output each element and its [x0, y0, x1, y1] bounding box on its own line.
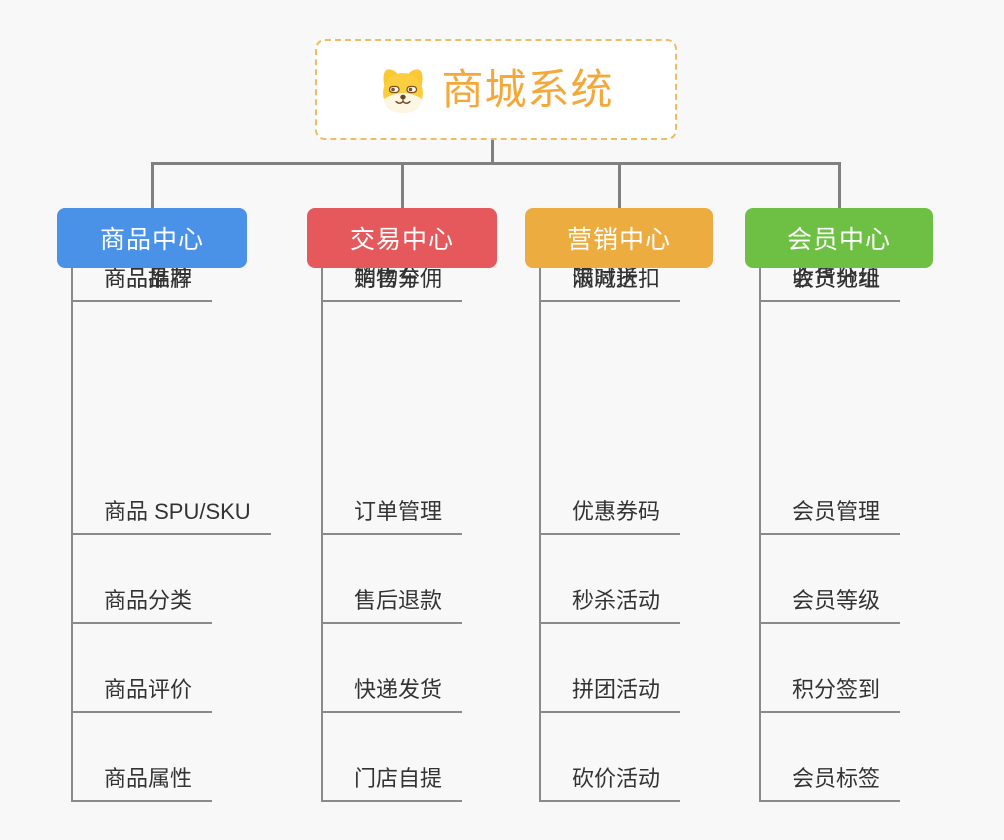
connector-drop-marketing: [618, 162, 621, 209]
leaf-node-full-reduction[interactable]: 满减送: [539, 268, 659, 302]
branch-marketing-center: 营销中心 优惠券码 秒杀活动 拼团活动 砍价活动 限时折扣 满减送: [525, 208, 775, 820]
branch-spine-line: [321, 268, 323, 802]
dog-face-icon: [383, 68, 424, 113]
branch-label: 营销中心: [566, 226, 671, 254]
leaf-node-product-brand[interactable]: 商品品牌: [71, 268, 213, 302]
leaf-node-store-pickup[interactable]: 门店自提: [321, 768, 463, 802]
branch-node-product-center[interactable]: 商品中心: [57, 208, 247, 268]
branch-spine-line: [539, 268, 541, 802]
leaf-node-product-category[interactable]: 商品分类: [71, 590, 213, 624]
leaf-node-points-checkin[interactable]: 积分签到: [759, 679, 901, 713]
connector-drop-trade: [401, 162, 404, 209]
connector-drop-member: [838, 162, 841, 209]
branch-trade-center: 交易中心 订单管理 售后退款 快递发货 门店自提 购物车 销售分佣: [307, 208, 557, 820]
branch-spine-line: [759, 268, 761, 802]
leaf-node-product-spu-sku[interactable]: 商品 SPU/SKU: [71, 501, 271, 535]
branch-node-marketing-center[interactable]: 营销中心: [525, 208, 713, 268]
branch-node-member-center[interactable]: 会员中心: [745, 208, 933, 268]
branch-product-center: 商品中心 商品 SPU/SKU 商品分类 商品评价 商品属性 商品推荐 商品品牌: [57, 208, 307, 820]
leaf-node-member-management[interactable]: 会员管理: [759, 501, 901, 535]
leaf-node-sales-commission[interactable]: 销售分佣: [321, 268, 463, 302]
branch-label: 交易中心: [349, 226, 454, 254]
leaf-node-group-buy[interactable]: 拼团活动: [539, 679, 681, 713]
leaf-node-aftersale-refund[interactable]: 售后退款: [321, 590, 463, 624]
leaf-node-order-management[interactable]: 订单管理: [321, 501, 463, 535]
leaf-node-coupon-code[interactable]: 优惠券码: [539, 501, 681, 535]
leaf-node-bargain[interactable]: 砍价活动: [539, 768, 681, 802]
connector-root-stub: [491, 140, 494, 164]
branch-label: 商品中心: [99, 226, 204, 254]
branch-node-trade-center[interactable]: 交易中心: [307, 208, 497, 268]
leaf-node-flash-sale[interactable]: 秒杀活动: [539, 590, 681, 624]
leaf-node-product-review[interactable]: 商品评价: [71, 679, 213, 713]
root-node-mall-system[interactable]: 商城系统: [315, 39, 677, 140]
branch-member-center: 会员中心 会员管理 会员等级 积分签到 会员标签 会员分组 收货地址: [745, 208, 1004, 820]
leaf-node-product-attribute[interactable]: 商品属性: [71, 768, 213, 802]
leaf-node-member-level[interactable]: 会员等级: [759, 590, 901, 624]
leaf-node-shipping-address[interactable]: 收货地址: [759, 268, 901, 302]
leaf-node-express-delivery[interactable]: 快递发货: [321, 679, 463, 713]
branch-label: 会员中心: [786, 226, 891, 254]
root-node-title: 商城系统: [441, 65, 614, 113]
connector-trunk-line: [151, 162, 841, 165]
leaf-node-member-tag[interactable]: 会员标签: [759, 768, 901, 802]
connector-drop-product: [151, 162, 154, 209]
branch-spine-line: [71, 268, 73, 802]
